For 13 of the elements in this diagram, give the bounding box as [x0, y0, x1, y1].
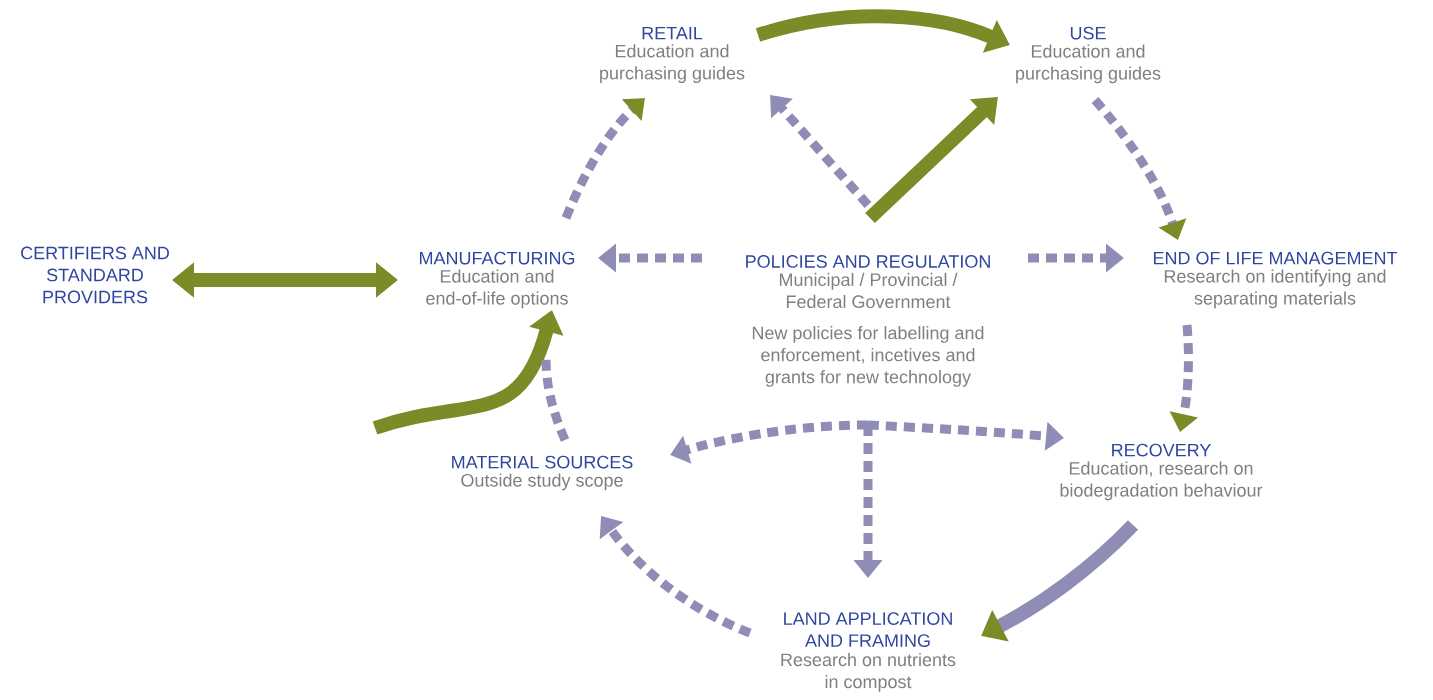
stage-label: RETAIL Education and purchasing guides [600, 26, 745, 84]
arrow [770, 95, 872, 208]
arrow [561, 98, 645, 220]
stage-label: CERTIFIERS AND STANDARD PROVIDERS [21, 246, 169, 304]
stage-label: END OF LIFE MANAGEMENT Research on identifying and separating materials [1153, 251, 1398, 309]
stage-label: MANUFACTURING Education and end-of-life options [420, 251, 575, 309]
stage-label: POLICIES AND REGULATION Municipal / Provincial / Federal Government New policies for labelling and enforcement, incetives and grants for new technology [746, 255, 990, 387]
stage-label: USE Education and purchasing guides [1016, 26, 1161, 84]
stage-label: LAND APPLICATION AND FRAMING Research on nutrients in compost [781, 612, 956, 692]
arrow [599, 516, 752, 638]
stage-label: MATERIAL SOURCES Outside study scope [452, 455, 633, 491]
stage-label: RECOVERY Education, research on biodegradation behaviour [1060, 443, 1263, 501]
arrow [865, 97, 998, 224]
